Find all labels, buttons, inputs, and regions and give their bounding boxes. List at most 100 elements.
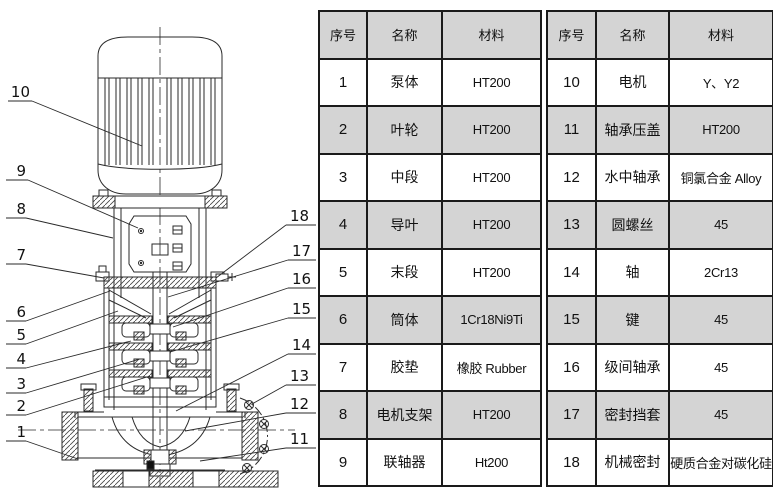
pump-casing: [61, 383, 259, 477]
row-number: 18: [546, 437, 597, 487]
callout-leader: [25, 440, 79, 460]
row-number: 13: [546, 200, 597, 250]
part-material: 45: [668, 200, 773, 250]
pump-shaft: [152, 272, 168, 452]
callout-label-3: 3: [16, 375, 26, 393]
row-number: 12: [546, 152, 597, 202]
part-material: 硬质合金对碳化硅: [668, 437, 773, 487]
pump-top-flange: [95, 265, 236, 289]
column-header: 材料: [668, 10, 773, 60]
callout-leader: [25, 263, 105, 279]
part-name: 电机: [595, 57, 670, 107]
row-number: 11: [546, 105, 597, 155]
callout-label-7: 7: [16, 246, 26, 264]
part-name: 叶轮: [366, 105, 443, 155]
callout-leader: [25, 340, 132, 369]
callout-leader: [199, 447, 287, 462]
part-material: HT200: [441, 390, 542, 440]
callout-leader: [25, 358, 141, 394]
row-number: 3: [318, 152, 368, 202]
column-header: 名称: [366, 10, 443, 60]
part-material: 1Cr18Ni9Ti: [441, 295, 542, 345]
row-number: 16: [546, 342, 597, 392]
part-material: HT200: [668, 105, 773, 155]
part-name: 导叶: [366, 200, 443, 250]
callout-leader: [215, 224, 287, 279]
part-name: 键: [595, 295, 670, 345]
callout-leader: [169, 317, 289, 353]
part-name: 泵体: [366, 57, 443, 107]
part-name: 胶垫: [366, 342, 443, 392]
part-name: 机械密封: [595, 437, 670, 487]
callout-label-1: 1: [16, 423, 26, 441]
part-material: HT200: [441, 200, 542, 250]
part-material: HT200: [441, 57, 542, 107]
callout-label-12: 12: [290, 395, 309, 413]
callout-label-15: 15: [292, 300, 311, 318]
callout-leader: [25, 217, 114, 239]
callout-label-17: 17: [292, 242, 311, 260]
callout-label-5: 5: [16, 326, 26, 344]
motor-flange: [92, 189, 228, 209]
column-header: 序号: [546, 10, 597, 60]
part-material: 铜氯合金 Alloy: [668, 152, 773, 202]
callout-label-2: 2: [16, 397, 26, 415]
callout-label-9: 9: [16, 162, 26, 180]
pump-base: [92, 470, 279, 488]
table-header-row: 序号名称材料: [318, 10, 542, 60]
part-name: 水中轴承: [595, 152, 670, 202]
callout-leader: [184, 412, 287, 432]
part-name: 联轴器: [366, 437, 443, 487]
impeller-stages: [103, 315, 217, 408]
column-header: 名称: [595, 10, 670, 60]
column-header: 材料: [441, 10, 542, 60]
motor: [97, 36, 223, 195]
part-name: 中段: [366, 152, 443, 202]
part-name: 密封挡套: [595, 390, 670, 440]
row-number: 6: [318, 295, 368, 345]
row-number: 2: [318, 105, 368, 155]
part-material: 45: [668, 342, 773, 392]
callout-leader: [25, 375, 151, 416]
part-material: 45: [668, 295, 773, 345]
column-header: 序号: [318, 10, 368, 60]
callout-leader: [25, 310, 119, 345]
row-number: 4: [318, 200, 368, 250]
row-number: 10: [546, 57, 597, 107]
part-material: HT200: [441, 152, 542, 202]
callout-leader: [251, 384, 287, 405]
flange-bolt: [242, 400, 269, 473]
callout-label-14: 14: [292, 336, 311, 354]
part-name: 级间轴承: [595, 342, 670, 392]
callout-label-10: 10: [11, 83, 30, 101]
row-number: 1: [318, 57, 368, 107]
part-name: 末段: [366, 247, 443, 297]
callout-label-16: 16: [292, 270, 311, 288]
flange-bolt-circle: [239, 397, 269, 475]
callout-label-11: 11: [290, 430, 309, 448]
callout-label-6: 6: [16, 303, 26, 321]
part-name: 轴: [595, 247, 670, 297]
part-name: 轴承压盖: [595, 105, 670, 155]
